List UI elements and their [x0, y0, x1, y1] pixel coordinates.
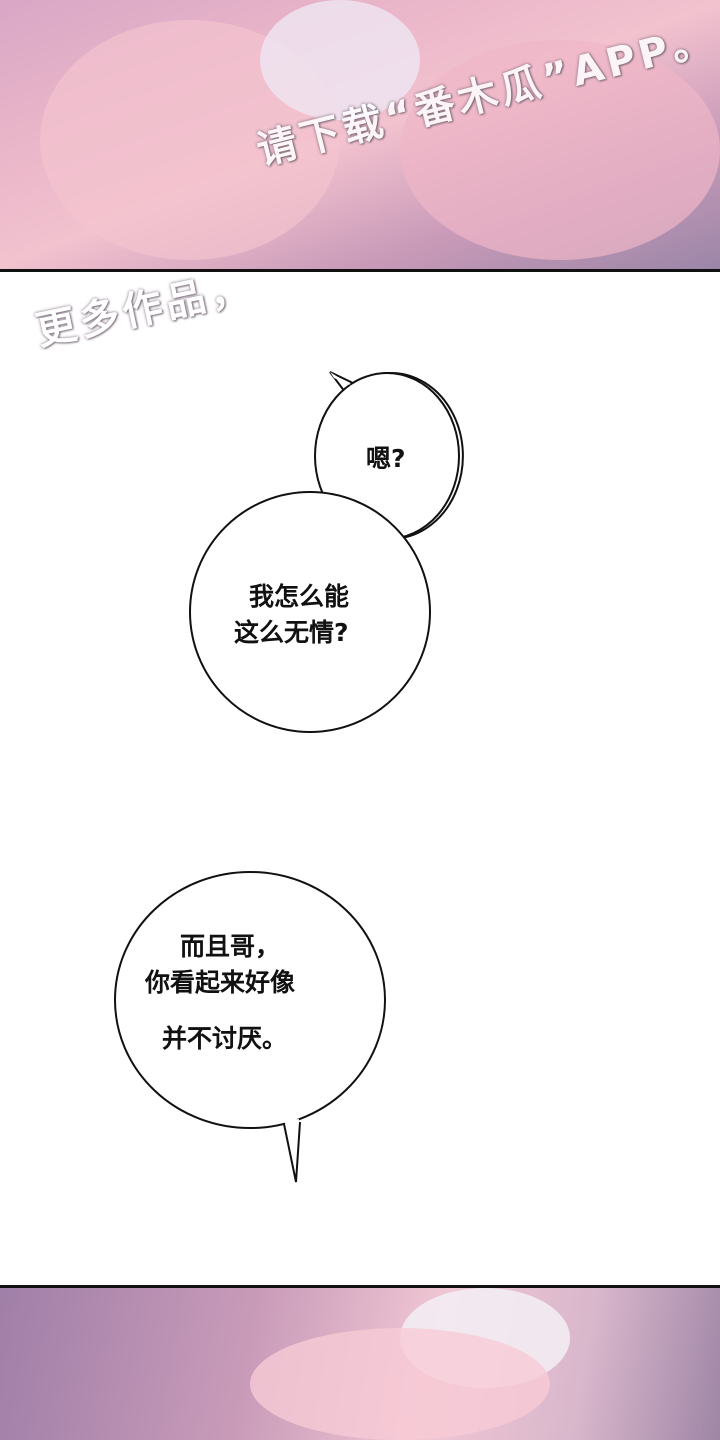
bubble-1-text: 嗯?	[366, 444, 406, 473]
speech-bubble-3	[114, 871, 386, 1129]
bubble-2-line-1: 我怎么能	[249, 582, 350, 611]
bubble-2-line-2: 这么无情?	[234, 618, 349, 647]
speech-bubbles-layer	[114, 371, 464, 1183]
figure-shape	[250, 1328, 550, 1440]
speech-bubble-2	[189, 491, 431, 733]
bottom-comic-panel	[0, 1285, 720, 1440]
hair-shape	[260, 0, 420, 120]
figure-shape	[400, 40, 720, 260]
bubble-3-line-3: 并不讨厌。	[162, 1024, 288, 1053]
bubble-3-line-2: 你看起来好像	[145, 968, 296, 997]
bubble-3-line-1: 而且哥，	[180, 932, 281, 961]
top-comic-panel: 请下载“番木瓜”APP。	[0, 0, 720, 272]
speech-bubble-3-tail	[283, 1121, 301, 1183]
